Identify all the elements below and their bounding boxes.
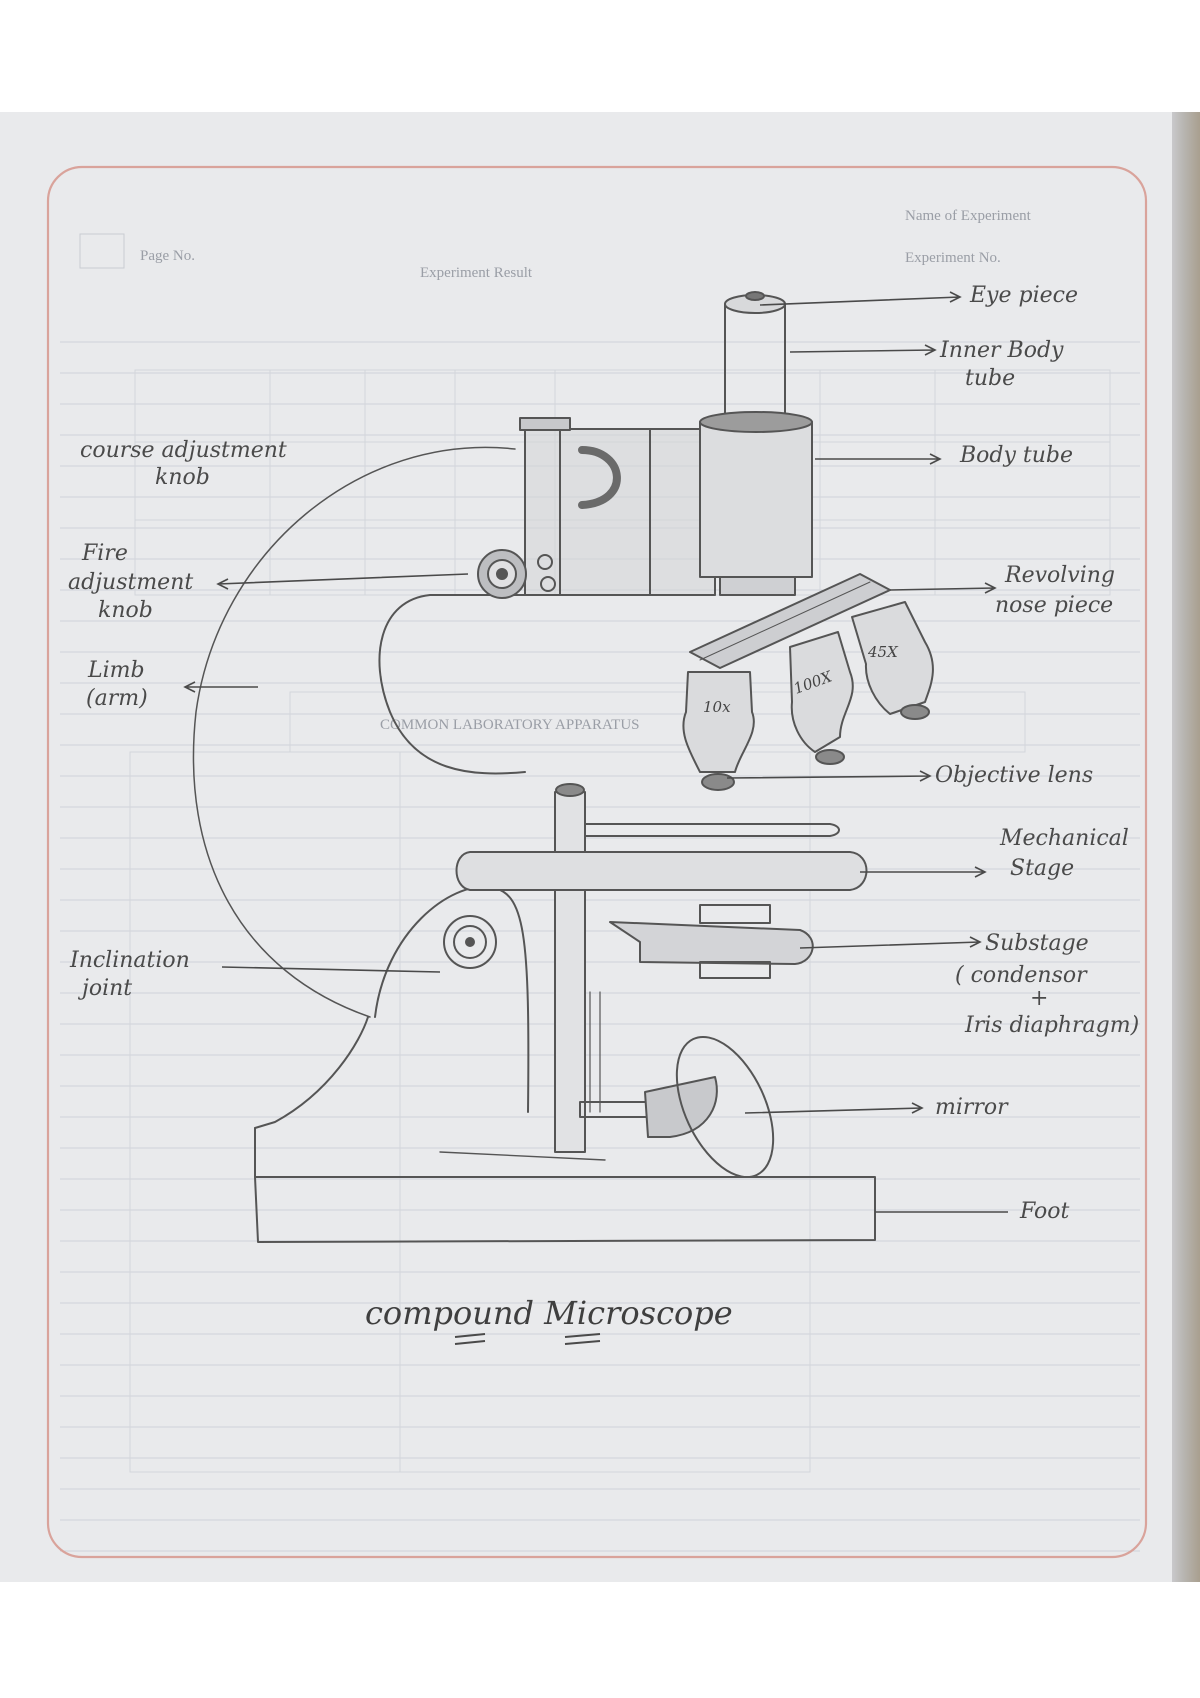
label-mechanical-stage-2: Stage bbox=[1010, 856, 1074, 881]
label-inner-body-tube: Inner Body bbox=[939, 338, 1064, 363]
label-mechanical-stage: Mechanical bbox=[999, 826, 1129, 851]
label-foot: Foot bbox=[1019, 1199, 1070, 1224]
label-mirror: mirror bbox=[935, 1095, 1009, 1120]
mirror-holder bbox=[644, 1076, 718, 1138]
objective-marking-45x: 45X bbox=[867, 643, 899, 661]
objective-marking-10x: 10x bbox=[703, 698, 731, 716]
stage-column bbox=[554, 791, 586, 1153]
label-substage: Substage bbox=[985, 931, 1089, 956]
label-inclination-joint-2: joint bbox=[77, 976, 132, 1001]
label-objective-lens: Objective lens bbox=[935, 763, 1093, 788]
objective-45x bbox=[851, 601, 934, 720]
mirror bbox=[675, 1035, 775, 1179]
body-tube bbox=[524, 428, 716, 596]
objective-10x bbox=[682, 671, 755, 791]
mechanical-stage bbox=[455, 851, 868, 891]
label-substage-4: Iris diaphragm) bbox=[964, 1013, 1139, 1038]
label-revolving-nose-piece-2: nose piece bbox=[995, 593, 1113, 618]
pillar bbox=[254, 1016, 369, 1129]
pillar-front bbox=[374, 885, 530, 1113]
label-body-tube: Body tube bbox=[959, 443, 1073, 468]
diagram-title: compound Microscope bbox=[365, 1294, 733, 1332]
notebook-photo: Name of Experiment Experiment No. Experi… bbox=[0, 112, 1200, 1582]
label-fine-adjustment-knob-3: knob bbox=[98, 598, 153, 623]
label-substage-3: + bbox=[1030, 986, 1048, 1011]
label-coarse-adjustment-knob-2: knob bbox=[155, 465, 210, 490]
faint-experiment-no: Experiment No. bbox=[905, 250, 1001, 266]
substage bbox=[609, 921, 814, 965]
label-fine-adjustment-knob-2: adjustment bbox=[68, 570, 193, 595]
title-underline-2 bbox=[564, 1333, 601, 1345]
microscope-diagram: Name of Experiment Experiment No. Experi… bbox=[46, 165, 1148, 1559]
fine-adjustment-knob bbox=[537, 554, 553, 570]
label-inclination-joint: Inclination bbox=[69, 948, 190, 973]
notebook-page-edge bbox=[1172, 112, 1200, 1582]
label-substage-2: ( condensor bbox=[955, 963, 1088, 988]
faint-table-heading: COMMON LABORATORY APPARATUS bbox=[380, 717, 640, 733]
microscope bbox=[192, 291, 934, 1243]
body-tube-lower bbox=[699, 421, 813, 578]
foot bbox=[254, 1176, 876, 1243]
label-fine-adjustment-knob: Fire bbox=[81, 541, 128, 566]
faint-experiment-result: Experiment Result bbox=[420, 265, 533, 281]
inclination-joint bbox=[443, 915, 497, 969]
label-eye-piece: Eye piece bbox=[969, 283, 1078, 308]
faint-name-of-experiment: Name of Experiment bbox=[905, 208, 1032, 224]
label-limb-2: (arm) bbox=[86, 686, 148, 711]
title-underline-1 bbox=[454, 1333, 486, 1345]
arm-body bbox=[378, 594, 701, 775]
label-inner-body-tube-2: tube bbox=[965, 366, 1015, 391]
objective-100x bbox=[789, 631, 854, 765]
limb-outline bbox=[192, 446, 516, 1018]
page-border bbox=[46, 165, 1148, 1559]
label-limb: Limb bbox=[87, 658, 145, 683]
faint-page-no: Page No. bbox=[140, 248, 195, 264]
label-coarse-adjustment-knob: course adjustment bbox=[80, 438, 287, 463]
faint-page-box bbox=[79, 233, 125, 269]
label-revolving-nose-piece: Revolving bbox=[1004, 563, 1115, 588]
notebook-page: Name of Experiment Experiment No. Experi… bbox=[0, 112, 1172, 1582]
leader-lines bbox=[183, 291, 1008, 1213]
